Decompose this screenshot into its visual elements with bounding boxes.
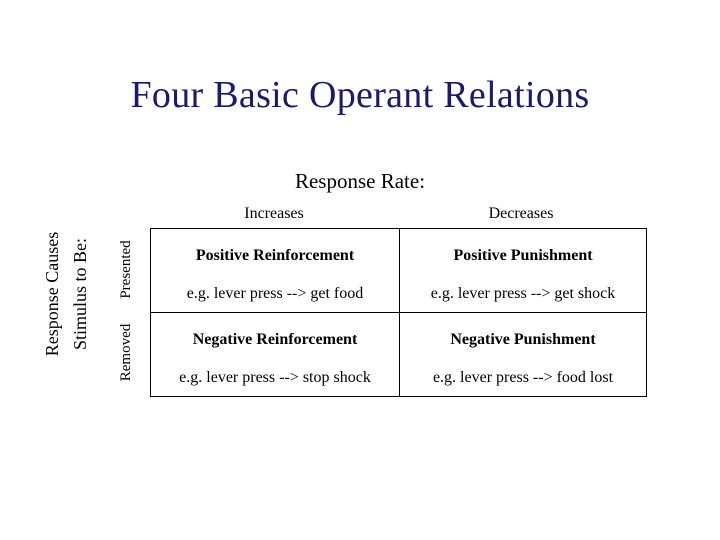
cell-negative-reinforcement: Negative Reinforcement e.g. lever press … [150,312,400,397]
row-header-removed: Removed [118,323,134,382]
cell-positive-punishment: Positive Punishment e.g. lever press -->… [399,228,647,313]
cell-negative-punishment: Negative Punishment e.g. lever press -->… [399,312,647,397]
quadrant-name: Positive Reinforcement [195,247,355,264]
column-axis-label: Response Rate: [294,169,426,193]
table-row: Positive Reinforcement e.g. lever press … [150,228,647,313]
row-axis-label-line1: Response Causes [42,231,62,357]
quadrant-name: Negative Punishment [450,331,596,348]
quadrant-example: e.g. lever press --> food lost [432,369,614,386]
quadrant-name: Positive Punishment [453,247,593,264]
table-row: Negative Reinforcement e.g. lever press … [150,312,647,397]
column-header-decreases: Decreases [488,205,554,222]
quadrant-example: e.g. lever press --> get shock [430,285,616,302]
quadrant-example: e.g. lever press --> stop shock [179,369,371,386]
row-header-presented: Presented [118,240,134,299]
quadrant-example: e.g. lever press --> get food [186,285,364,302]
quadrant-name: Negative Reinforcement [192,331,358,348]
column-header-increases: Increases [244,205,304,222]
row-axis-label-line2: Stimulus to Be: [70,237,90,351]
operant-relations-matrix: Positive Reinforcement e.g. lever press … [150,228,647,397]
cell-positive-reinforcement: Positive Reinforcement e.g. lever press … [150,228,400,313]
page-title: Four Basic Operant Relations [130,74,590,116]
